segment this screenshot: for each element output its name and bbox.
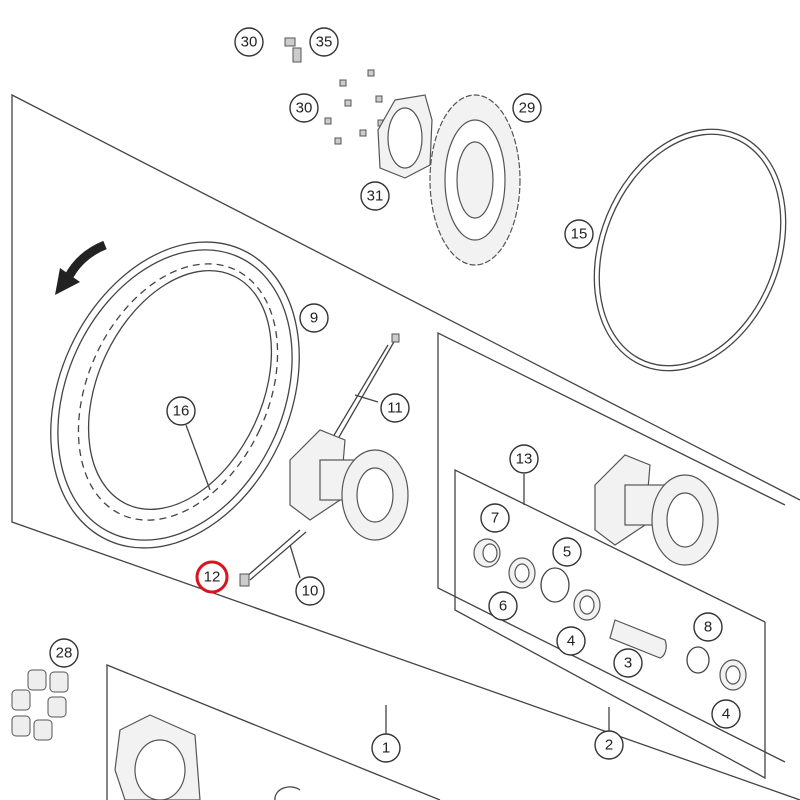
svg-text:35: 35 (316, 34, 333, 51)
callout[interactable]: 30 (234, 27, 264, 57)
panel-frames (11, 93, 800, 800)
svg-text:3: 3 (624, 655, 632, 672)
svg-text:5: 5 (563, 544, 571, 561)
svg-text:29: 29 (519, 100, 536, 117)
svg-text:15: 15 (571, 226, 588, 243)
svg-text:13: 13 (516, 451, 533, 468)
callout[interactable]: 13 (509, 444, 539, 474)
svg-text:11: 11 (387, 400, 403, 417)
callout[interactable]: 29 (512, 93, 542, 123)
svg-text:4: 4 (722, 706, 730, 723)
wheel-rim (50, 241, 300, 549)
callout[interactable]: 28 (49, 638, 79, 668)
svg-text:7: 7 (491, 510, 499, 527)
hub-assembly-13 (594, 454, 719, 566)
callout[interactable]: 9 (299, 303, 329, 333)
bolts-30 (284, 37, 385, 145)
callout[interactable]: 16 (166, 396, 196, 426)
callout[interactable]: 4 (556, 626, 586, 656)
svg-text:9: 9 (310, 310, 318, 327)
callout[interactable]: 4 (711, 699, 741, 729)
callout[interactable]: 5 (552, 537, 582, 567)
svg-text:8: 8 (704, 619, 712, 636)
hub-assembly-1 (114, 714, 301, 800)
callout[interactable]: 6 (488, 591, 518, 621)
svg-text:16: 16 (173, 403, 190, 420)
bearings-seals (473, 538, 747, 691)
svg-text:30: 30 (241, 34, 258, 51)
callout[interactable]: 30 (289, 93, 319, 123)
callout[interactable]: 31 (360, 181, 390, 211)
rotation-arrow-icon (55, 240, 107, 295)
callout[interactable]: 7 (480, 503, 510, 533)
svg-text:30: 30 (296, 100, 313, 117)
wheel-hub (289, 429, 409, 541)
svg-text:31: 31 (367, 188, 384, 205)
callout[interactable]: 15 (564, 219, 594, 249)
svg-text:12: 12 (204, 569, 221, 586)
svg-text:4: 4 (567, 633, 575, 650)
brake-disc (429, 94, 521, 266)
callout[interactable]: 11 (380, 393, 410, 423)
svg-text:10: 10 (302, 583, 319, 600)
leader-16 (185, 424, 211, 491)
abs-sensor-ring (377, 94, 433, 179)
callout[interactable]: 10 (295, 576, 325, 606)
svg-text:1: 1 (382, 740, 390, 757)
callout[interactable]: 3 (613, 648, 643, 678)
callout-highlighted[interactable]: 12 (195, 560, 229, 594)
cush-drive-dampers (11, 669, 69, 741)
callout[interactable]: 35 (309, 27, 339, 57)
svg-text:2: 2 (605, 737, 613, 754)
svg-text:6: 6 (499, 598, 507, 615)
callout[interactable]: 1 (371, 733, 401, 763)
svg-text:28: 28 (56, 645, 73, 662)
callout[interactable]: 8 (693, 612, 723, 642)
callout[interactable]: 2 (594, 730, 624, 760)
rim-tape (593, 128, 787, 372)
